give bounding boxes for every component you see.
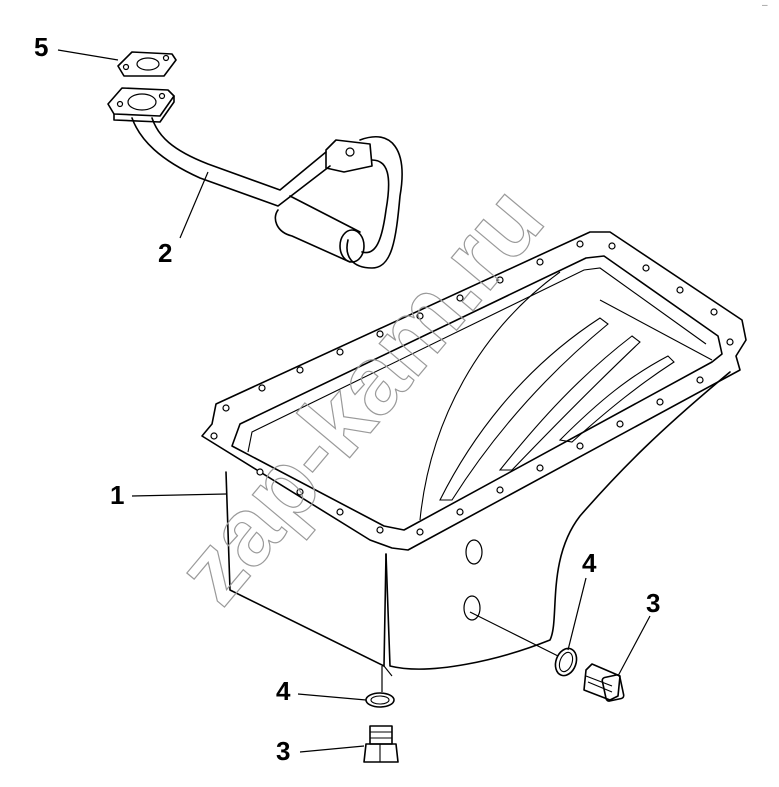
- corner-mark: –: [762, 0, 768, 11]
- oil-pan-part-1: [201, 231, 747, 677]
- drain-plug-part-3-side: [583, 663, 625, 702]
- drain-plug-part-3-bottom: [363, 725, 399, 763]
- callout-2: 2: [158, 238, 172, 268]
- callout-4-side: 4: [582, 548, 597, 578]
- leader-lines: [57, 49, 651, 753]
- flange-bolt-holes: [210, 240, 734, 536]
- callout-1: 1: [110, 480, 124, 510]
- callout-3-bottom: 3: [276, 736, 290, 766]
- callout-3-side: 3: [646, 588, 660, 618]
- callout-5: 5: [34, 32, 48, 62]
- suction-pipe-part-2: [107, 87, 403, 269]
- callout-4-bottom: 4: [276, 676, 291, 706]
- washer-part-4-side: [554, 647, 578, 677]
- washer-part-4-bottom: [365, 692, 395, 708]
- gasket-part-5: [117, 51, 177, 77]
